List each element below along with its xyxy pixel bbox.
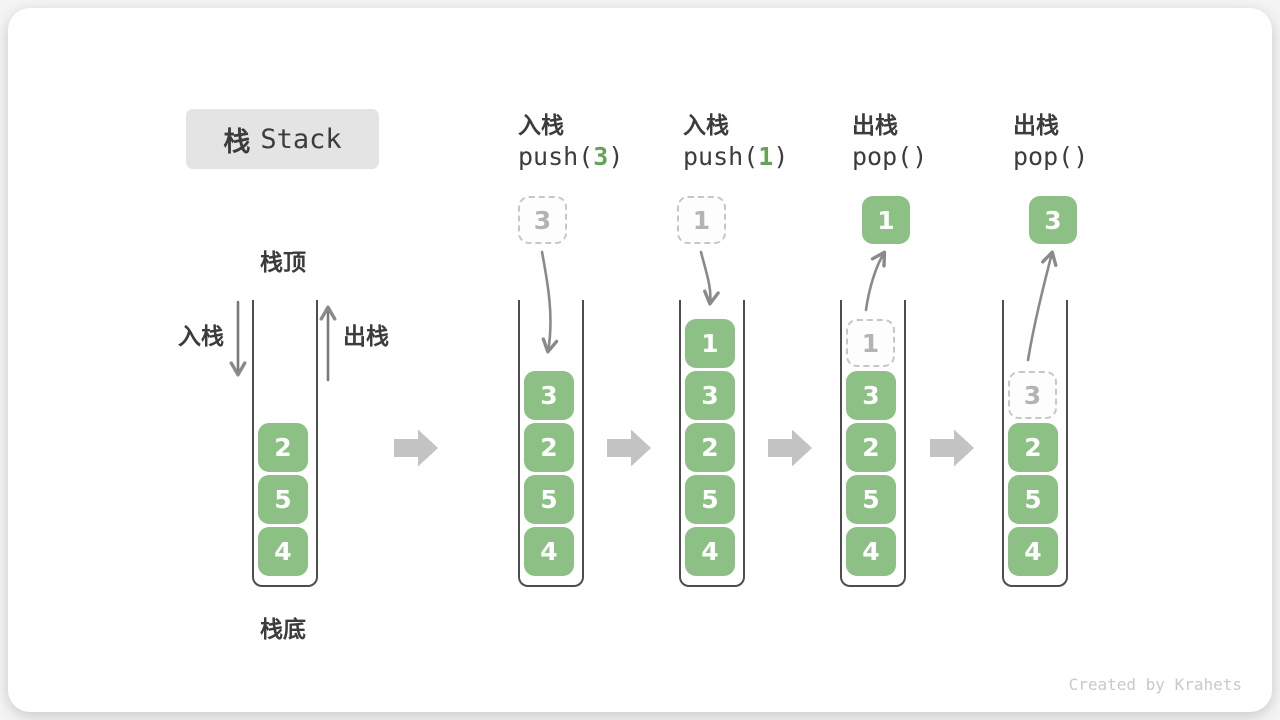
- op-code-pre: pop(): [852, 142, 928, 171]
- floating-value-box-ghost: 1: [677, 196, 726, 244]
- op-label-cn: 出栈: [852, 112, 898, 138]
- op-code-pre: pop(): [1013, 142, 1089, 171]
- stack-container: [840, 300, 906, 587]
- stack-item: 1: [685, 319, 735, 368]
- stack-item: 5: [524, 475, 574, 524]
- stack-item-ghost: 3: [1008, 371, 1057, 419]
- stack-item: 2: [524, 423, 574, 472]
- floating-value-box: 1: [862, 196, 910, 244]
- stack-container: [1002, 300, 1068, 587]
- op-label-code: pop(): [1013, 142, 1088, 171]
- stack-item: 2: [258, 423, 308, 472]
- stack-item: 4: [1008, 527, 1058, 576]
- stack-item: 2: [1008, 423, 1058, 472]
- op-label-code: push(1): [683, 142, 788, 171]
- stack-item: 5: [685, 475, 735, 524]
- stack-container: [252, 300, 318, 587]
- stack-item: 4: [846, 527, 896, 576]
- op-label-cn: 入栈: [518, 112, 564, 138]
- stack-item: 4: [258, 527, 308, 576]
- op-code-arg: 3: [593, 142, 609, 171]
- diagram-title-en: Stack: [260, 123, 342, 155]
- push-side-label: 入栈: [178, 323, 224, 349]
- stack-item: 5: [846, 475, 896, 524]
- stack-container: [679, 300, 745, 587]
- stack-item: 4: [685, 527, 735, 576]
- stack-bottom-label: 栈底: [260, 616, 306, 642]
- stack-item: 5: [1008, 475, 1058, 524]
- pop-side-label: 出栈: [343, 323, 389, 349]
- stack-item: 3: [524, 371, 574, 420]
- watermark: Created by Krahets: [1068, 675, 1242, 694]
- op-label-cn: 出栈: [1013, 112, 1059, 138]
- stack-item: 5: [258, 475, 308, 524]
- op-code-post: ): [608, 142, 624, 171]
- stack-item: 2: [846, 423, 896, 472]
- op-code-post: ): [773, 142, 789, 171]
- stack-top-label: 栈顶: [260, 249, 306, 275]
- stack-item: 3: [685, 371, 735, 420]
- stack-container: [518, 300, 584, 587]
- op-code-pre: push(: [518, 142, 594, 171]
- floating-value-box: 3: [1029, 196, 1077, 244]
- op-label-cn: 入栈: [683, 112, 729, 138]
- stack-item: 3: [846, 371, 896, 420]
- diagram-title-box: 栈 Stack: [186, 109, 379, 169]
- diagram-title-cn: 栈: [223, 126, 251, 157]
- op-code-arg: 1: [758, 142, 774, 171]
- stack-item: 4: [524, 527, 574, 576]
- floating-value-box-ghost: 3: [518, 196, 567, 244]
- stack-item: 2: [685, 423, 735, 472]
- op-label-code: pop(): [852, 142, 927, 171]
- op-label-code: push(3): [518, 142, 623, 171]
- op-code-pre: push(: [683, 142, 759, 171]
- stack-item-ghost: 1: [846, 319, 895, 367]
